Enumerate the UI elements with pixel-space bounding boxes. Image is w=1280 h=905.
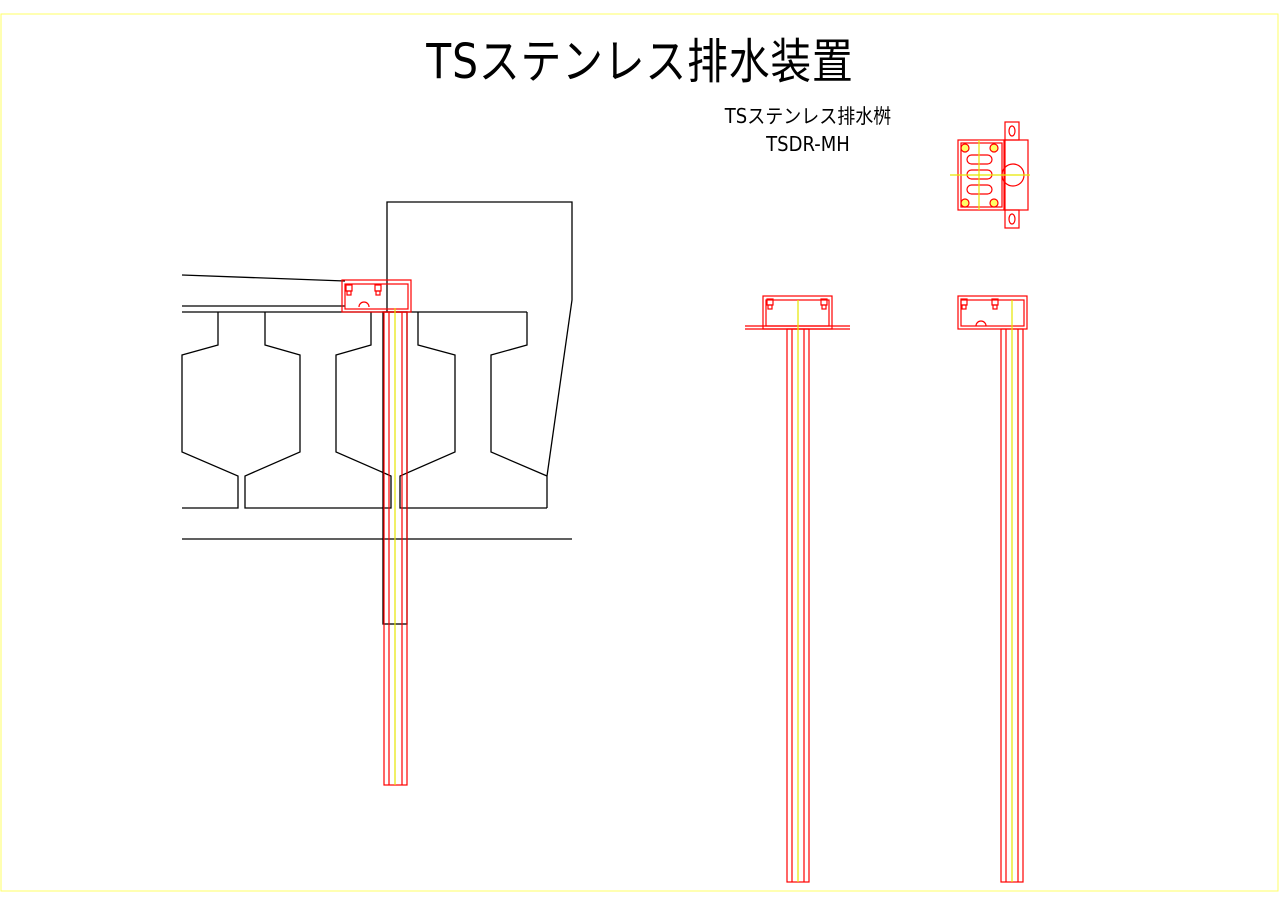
product-model: TSDR-MH xyxy=(766,132,850,156)
drain-side-view xyxy=(957,295,1028,883)
sheet-border xyxy=(0,13,1279,892)
top-view-centerlines xyxy=(950,140,1030,210)
installed-drain xyxy=(341,279,412,786)
product-name: TSステンレス排水桝 xyxy=(724,104,892,128)
bridge-cross-section xyxy=(181,201,573,625)
drawing-title: TSステンレス排水装置 xyxy=(426,34,854,90)
